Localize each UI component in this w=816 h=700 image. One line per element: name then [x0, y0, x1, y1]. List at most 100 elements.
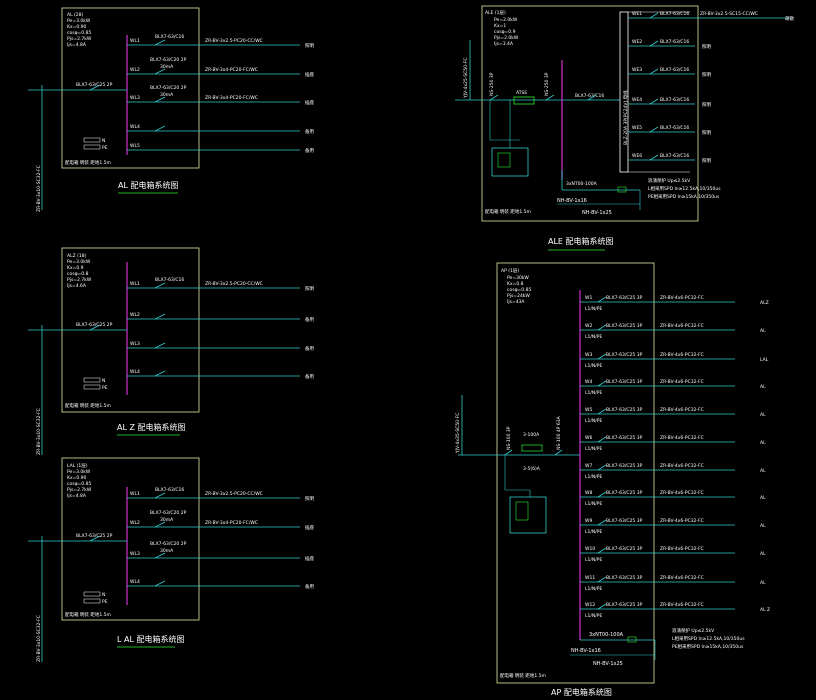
schematic-label: 疏散 [785, 15, 794, 22]
schematic-label: WL1 [130, 281, 140, 287]
wire-segment [154, 580, 166, 587]
wire-segment [89, 324, 101, 331]
schematic-label: BLX7-63/C20 2P [150, 510, 187, 516]
schematic-label: WE3 [632, 67, 642, 73]
component-box [497, 152, 511, 168]
schematic-label: PE [102, 385, 108, 391]
schematic-label: 照明 [702, 44, 711, 50]
schematic-label: Kx=0.8 [507, 281, 524, 287]
circuit-dest: 备用 [305, 128, 314, 135]
schematic-label: ZR-BV-4x6-PC32-FC [660, 490, 704, 496]
meter-box [504, 455, 547, 534]
schematic-label: W10 [585, 546, 595, 552]
wire-segment [489, 94, 499, 101]
schematic-label: NS-250 3P [489, 72, 495, 96]
schematic-label: ZR-BV-4x6-PC32-FC [660, 379, 704, 385]
schematic-label: 照明 [702, 102, 711, 108]
schematic-label: 照明 [702, 158, 711, 164]
panel-ale-params: ALE (1层) Pe=2.0kW Kx=1 cosφ=0.9 Pjs=2.0k… [485, 10, 519, 47]
schematic-label: W3 [585, 352, 592, 358]
schematic-label: AL Z [760, 607, 770, 613]
wire-segment [154, 125, 166, 132]
terminal-block: N PE [83, 377, 108, 391]
schematic-label: 照明 [702, 72, 711, 78]
param-line: AL (28) [67, 12, 83, 18]
schematic-label: BLX7-63/C25 3P [606, 546, 643, 552]
component-box [83, 598, 101, 604]
wire-segment [154, 313, 166, 320]
schematic-label: Ijs=4.8A [67, 493, 87, 499]
schematic-label: AL [760, 440, 766, 446]
schematic-label: Pjs=2.0kW [494, 35, 519, 41]
panel-al-schematic: AL (28) Pe=3.0kW Kx=0.90 cosφ=0.85 Pjs=2… [28, 7, 314, 212]
ats-box [513, 96, 535, 105]
schematic-label: ZR-BV-3x2.5-PC20-CC/WC [205, 491, 263, 497]
circuit-rcd: 30mA [160, 92, 174, 98]
schematic-label: W8 [585, 490, 592, 496]
panel-caption: AP 配电箱系统图 [551, 687, 612, 697]
schematic-label: Pe=2.0kW [494, 17, 518, 23]
panel-ap-schematic: AP (1层) Pe=30kW Kx=0.8 cosφ=0.85 Pjs=24k… [455, 262, 770, 697]
schematic-label: 3-100A [523, 432, 540, 438]
schematic-label: 照明 [702, 130, 711, 136]
param-line: Ijs=4.8A [67, 42, 87, 48]
schematic-label: BLX7-63/C25 3P [606, 602, 643, 608]
wire-segment [649, 126, 659, 133]
schematic-label: 备用 [305, 373, 314, 380]
wire-segment [649, 12, 659, 19]
component-box [617, 186, 627, 193]
schematic-label: L1/N/PE [585, 557, 602, 563]
panel-al-params: AL (28) Pe=3.0kW Kx=0.90 cosφ=0.85 Pjs=2… [67, 12, 92, 48]
schematic-label: BLX7-63/C16 [660, 125, 689, 131]
schematic-label: ZR-BV-3x4-PC20-FC/WC [205, 520, 258, 526]
panel-note: 配电箱 明装 距地1.5m [65, 402, 111, 409]
wire-segment [587, 94, 597, 101]
panel-caption: AL Z 配电箱系统图 [117, 422, 186, 432]
schematic-label: N [102, 138, 105, 144]
schematic-label: YJV-4x25-SC50-FC [463, 58, 469, 99]
schematic-label: 插座 [305, 555, 314, 562]
lal-circuits: WL1 BLX7-63/C16 ZR-BV-3x2.5-PC20-CC/WC 照… [127, 487, 314, 590]
panel-caption: ALE 配电箱系统图 [548, 236, 614, 246]
panel-alz-schematic: ALZ (18) Pe=3.0kW Kx=0.9 cosφ=0.8 Pjs=2.… [28, 247, 314, 455]
schematic-label: 照明 [305, 286, 314, 292]
schematic-label: 3-5(6)A [523, 466, 541, 472]
circuit-breaker: BLX7-63/C20 2P [150, 85, 187, 91]
schematic-label: NS-250 3P [544, 72, 550, 96]
schematic-label: W11 [585, 575, 595, 581]
schematic-label: BLX7-63/C25 2P [76, 533, 113, 539]
schematic-label: AL [760, 384, 766, 390]
wire-segment [154, 552, 166, 559]
component-box [83, 591, 101, 597]
wire-segment [597, 491, 607, 498]
schematic-label: 30mA [160, 548, 174, 554]
panel-ap-params: AP (1层) Pe=30kW Kx=0.8 cosφ=0.85 Pjs=24k… [501, 268, 531, 305]
component-box [83, 137, 101, 143]
component-box [627, 636, 637, 643]
param-line: cosφ=0.85 [67, 30, 91, 36]
feeder-cable-label: ZR-BV-3x10-SC32-FC [36, 165, 42, 212]
schematic-label: AL [760, 580, 766, 586]
schematic-label: AP (1层) [501, 268, 519, 274]
schematic-label: BLX7-63/C25 3P [606, 463, 643, 469]
wire-segment [649, 68, 659, 75]
panel-note: 配电箱 明装 距地1.5m [65, 611, 111, 618]
schematic-label: 3xNT00-100A [589, 632, 624, 638]
schematic-label: ZR-BV-4x6-PC32-FC [660, 575, 704, 581]
schematic-label: W4 [585, 379, 592, 385]
schematic-label: 30mA [160, 517, 174, 523]
schematic-label: L1/N/PE [585, 529, 602, 535]
schematic-label: W6 [585, 435, 592, 441]
wire-segment [597, 296, 607, 303]
al-circuits: WL1 BLX7-63/C16 ZR-BV-3x2.5-PC20-CC/WC 照… [127, 34, 314, 154]
schematic-label: AL [760, 495, 766, 501]
schematic-label: BLX7-63/C25 3P [606, 490, 643, 496]
schematic-label: WE4 [632, 97, 642, 103]
schematic-label: L1/N/PE [585, 446, 602, 452]
schematic-label: BLX7-63/C20 2P [150, 541, 187, 547]
